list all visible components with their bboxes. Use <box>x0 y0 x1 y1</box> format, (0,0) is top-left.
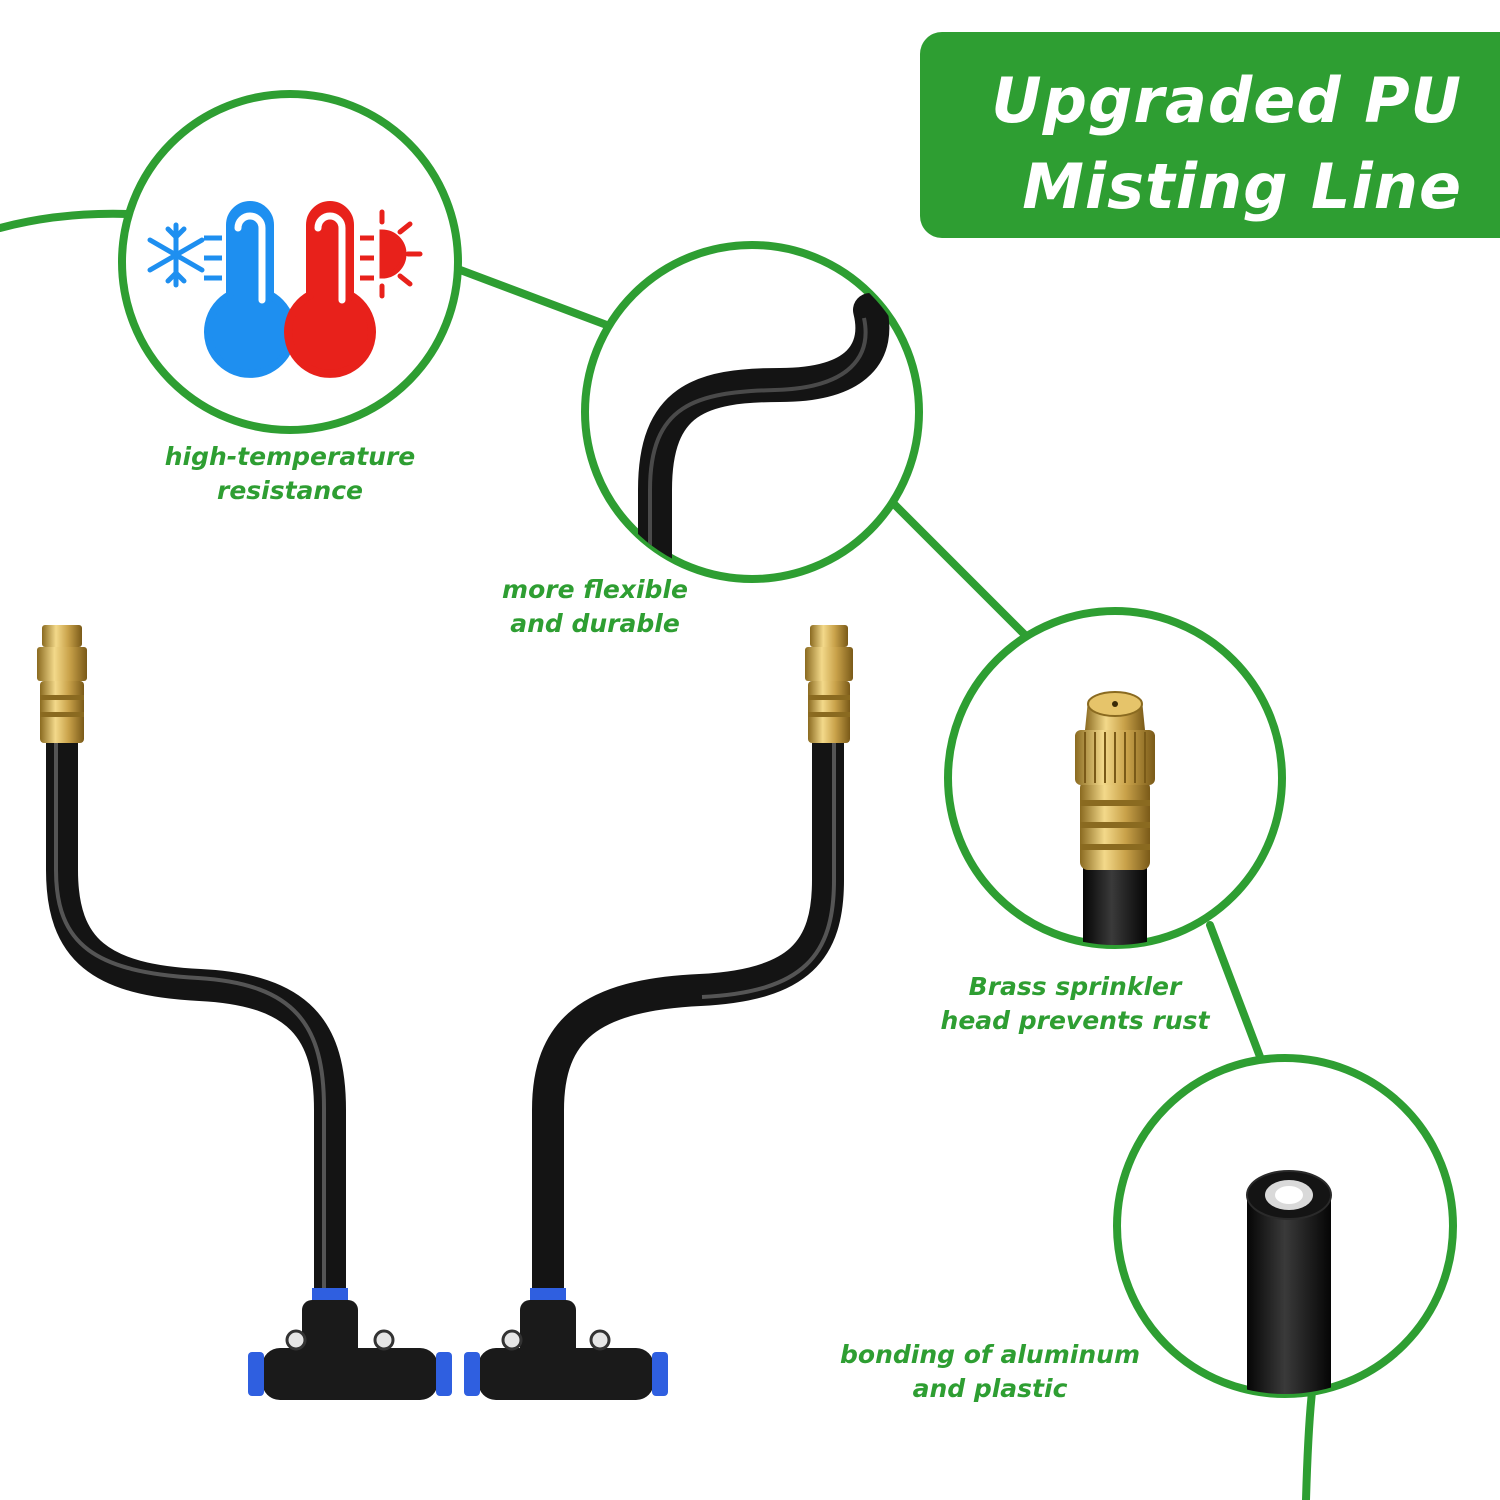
misting-line-assembly-right <box>464 625 853 1400</box>
feature-caption-flexible: more flexible and durable <box>502 575 688 638</box>
feature-caption-bonding: bonding of aluminum and plastic <box>840 1340 1140 1403</box>
brass-nozzle-left <box>37 625 87 743</box>
title-line-2: Misting Line <box>1022 150 1462 223</box>
curved-hose-icon <box>638 293 890 579</box>
brass-nozzle-right <box>805 625 853 743</box>
tee-fitting-left <box>248 1288 452 1400</box>
tee-fitting-right <box>464 1288 668 1400</box>
tube-cross-section-icon <box>1246 1170 1332 1394</box>
brass-nozzle-feature-circle <box>944 607 1286 949</box>
feature-caption-temperature: high-temperature resistance <box>164 442 416 505</box>
misting-line-assembly-left <box>37 625 452 1400</box>
feature-caption-brass: Brass sprinkler head prevents rust <box>940 972 1210 1035</box>
hot-thermometer-icon <box>284 201 376 378</box>
sun-icon <box>379 209 423 299</box>
snowflake-icon <box>147 222 205 288</box>
flexible-hose-feature-circle <box>581 241 923 583</box>
temperature-feature-circle <box>118 90 462 434</box>
title-line-1: Upgraded PU <box>991 64 1462 137</box>
title-banner: Upgraded PU Misting Line <box>920 32 1500 238</box>
connector-line <box>0 209 1316 1500</box>
tube-feature-circle <box>1113 1054 1457 1398</box>
brass-nozzle-icon <box>1075 691 1155 945</box>
